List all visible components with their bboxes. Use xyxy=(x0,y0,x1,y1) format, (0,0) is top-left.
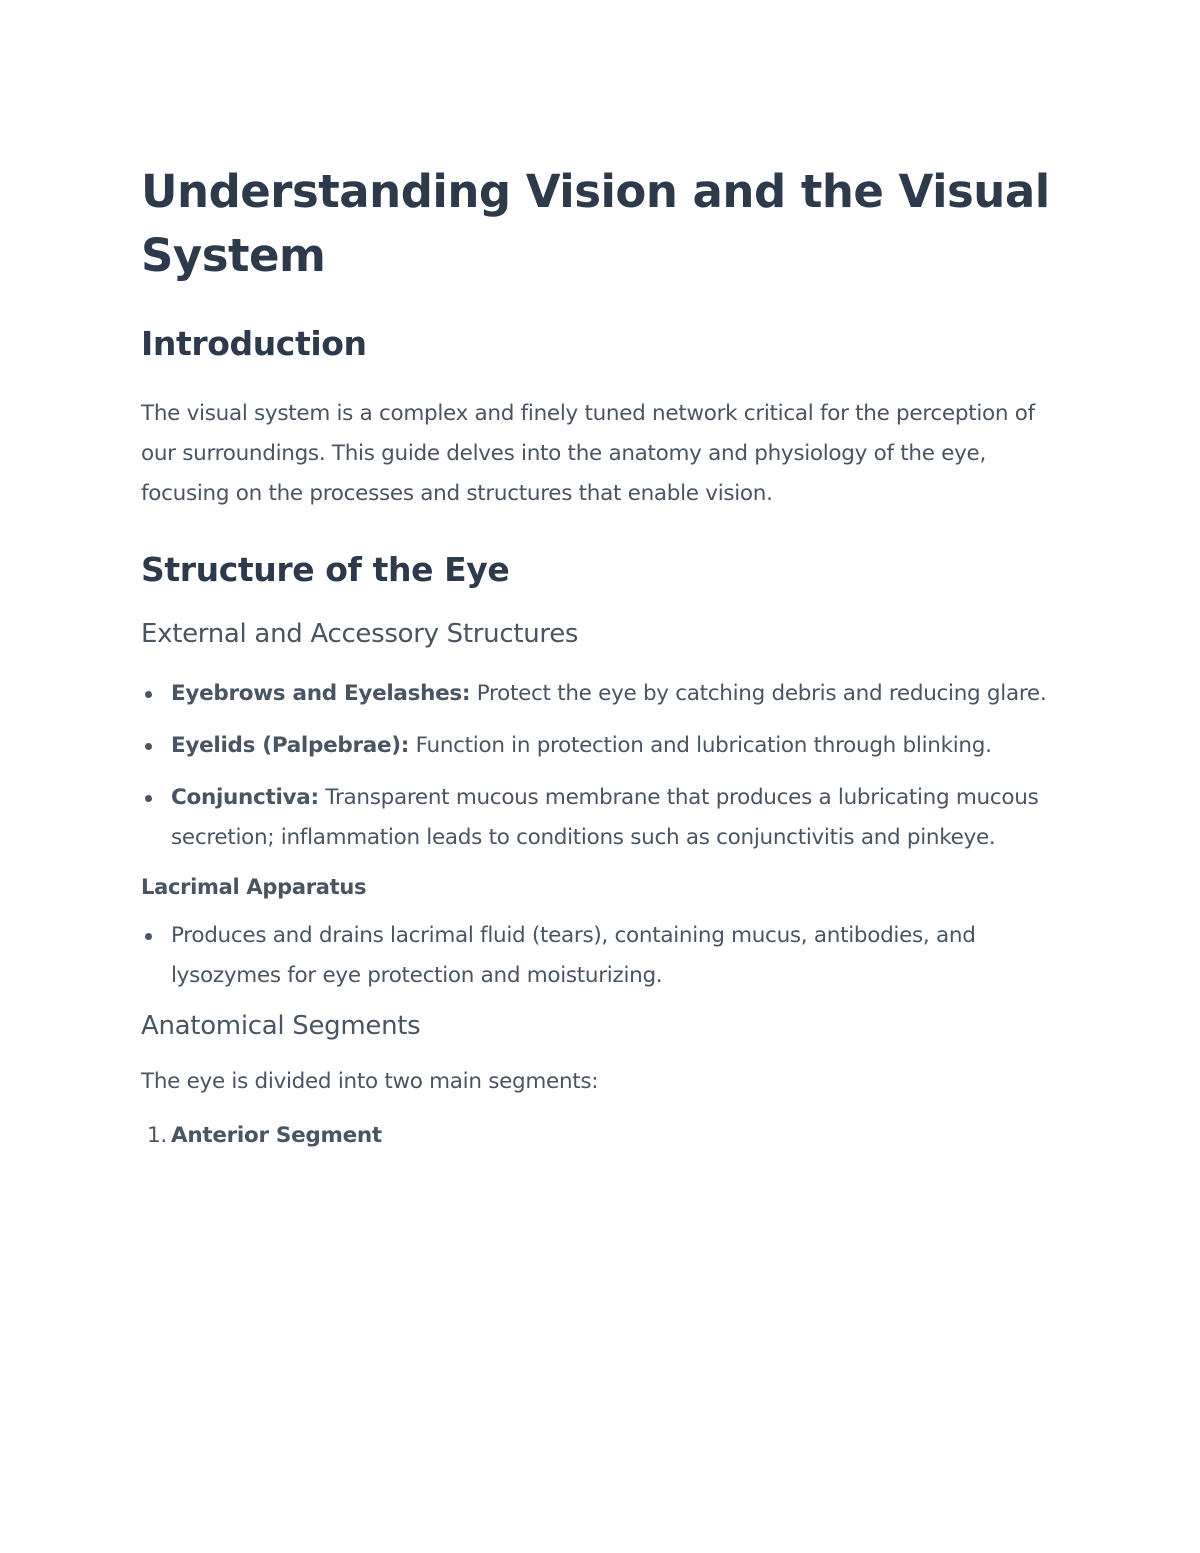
list-item-term: Eyelids (Palpebrae): xyxy=(171,733,410,758)
list-item-text: Protect the eye by catching debris and r… xyxy=(470,681,1047,706)
bullet-icon xyxy=(145,691,152,698)
list-item-text: Produces and drains lacrimal fluid (tear… xyxy=(171,923,976,988)
document-page: Understanding Vision and the Visual Syst… xyxy=(141,160,1061,1156)
external-structures-list: Eyebrows and Eyelashes: Protect the eye … xyxy=(141,674,1061,858)
lacrimal-list: Produces and drains lacrimal fluid (tear… xyxy=(141,916,1061,996)
bullet-icon xyxy=(145,795,152,802)
external-structures-heading: External and Accessory Structures xyxy=(141,619,579,649)
introduction-heading: Introduction xyxy=(141,324,367,363)
list-item-text: Transparent mucous membrane that produce… xyxy=(171,785,1039,850)
list-number: 1. xyxy=(147,1123,167,1148)
bullet-icon xyxy=(145,743,152,750)
segments-list: 1. Anterior Segment xyxy=(141,1116,1061,1156)
bullet-icon xyxy=(145,933,152,940)
list-item-term: Eyebrows and Eyelashes: xyxy=(171,681,471,706)
list-item-text: Function in protection and lubrication t… xyxy=(409,733,992,758)
list-item: 1. Anterior Segment xyxy=(141,1116,1061,1156)
document-title: Understanding Vision and the Visual Syst… xyxy=(141,165,1050,282)
list-item: Eyelids (Palpebrae): Function in protect… xyxy=(141,726,1061,766)
structure-heading: Structure of the Eye xyxy=(141,550,510,589)
lacrimal-apparatus-heading: Lacrimal Apparatus xyxy=(141,875,367,899)
introduction-paragraph: The visual system is a complex and finel… xyxy=(141,401,1035,506)
list-item: Eyebrows and Eyelashes: Protect the eye … xyxy=(141,674,1061,714)
list-item: Conjunctiva: Transparent mucous membrane… xyxy=(141,778,1061,858)
list-item-label: Anterior Segment xyxy=(171,1123,382,1148)
anatomical-segments-heading: Anatomical Segments xyxy=(141,1011,421,1041)
segments-intro-paragraph: The eye is divided into two main segment… xyxy=(141,1069,599,1094)
list-item: Produces and drains lacrimal fluid (tear… xyxy=(141,916,1061,996)
list-item-term: Conjunctiva: xyxy=(171,785,319,810)
